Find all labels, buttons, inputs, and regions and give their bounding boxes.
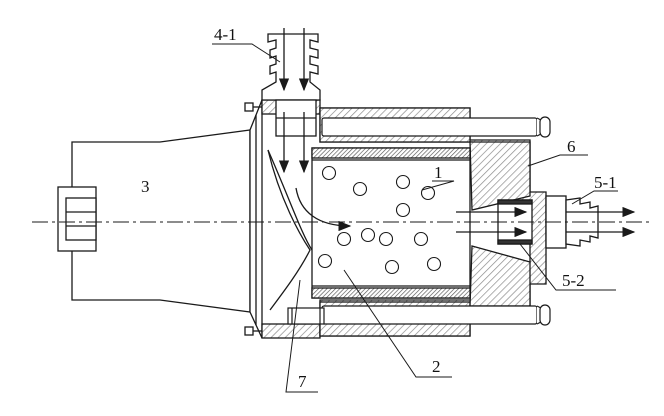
label-5-2: 5-2 <box>562 271 585 290</box>
particle <box>426 256 442 272</box>
flow-arrows <box>278 28 636 238</box>
label-4-1: 4-1 <box>214 25 237 44</box>
particle <box>395 202 411 218</box>
particle <box>321 165 337 181</box>
impeller-curve <box>267 149 313 311</box>
particle <box>360 227 376 243</box>
particle <box>420 185 436 201</box>
label-2: 2 <box>432 357 441 376</box>
particle <box>413 231 429 247</box>
particle <box>336 231 352 247</box>
label-3: 3 <box>141 177 150 196</box>
tie-rods <box>287 116 551 326</box>
particle <box>352 181 368 197</box>
label-7: 7 <box>298 372 307 391</box>
impeller-chamber <box>311 147 471 299</box>
particle <box>395 174 411 190</box>
leader-lines <box>212 43 618 393</box>
inlet-nozzle <box>261 33 321 137</box>
label-5-1: 5-1 <box>594 173 617 192</box>
particle <box>317 253 333 269</box>
particle <box>378 231 394 247</box>
media-particles <box>317 165 442 275</box>
label-6: 6 <box>567 137 576 156</box>
motor-body <box>57 129 251 313</box>
label-1: 1 <box>434 163 443 182</box>
particle <box>384 259 400 275</box>
